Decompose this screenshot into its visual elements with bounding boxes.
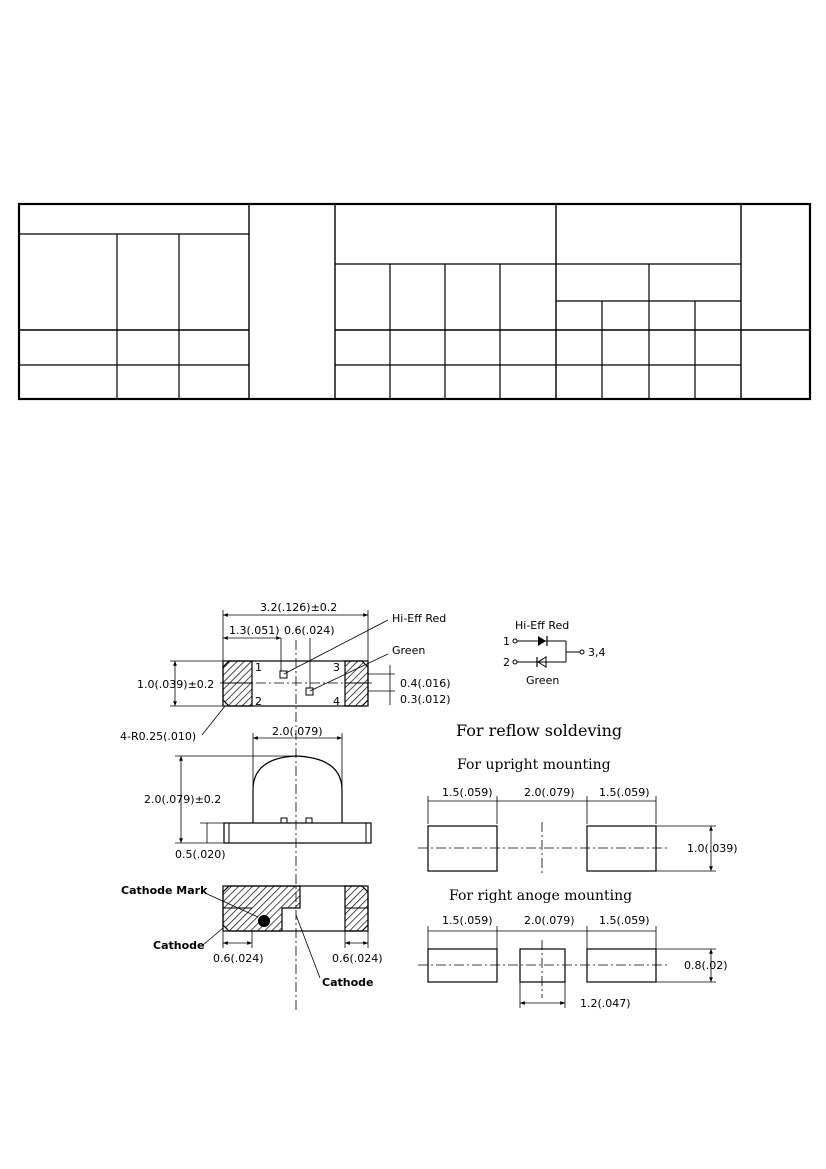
cathode-mark-label: Cathode Mark — [121, 884, 208, 897]
pad-left-dim: 0.6(.024) — [213, 952, 264, 965]
cathode-left-label: Cathode — [153, 939, 204, 952]
right-angle-dim-left: 1.5(.059) — [442, 914, 493, 927]
upright-pad-left — [427, 825, 498, 872]
schematic-red-label: Hi-Eff Red — [515, 619, 569, 632]
base-dim: 0.5(.020) — [175, 848, 226, 861]
right-angle-dim-right: 1.5(.059) — [599, 914, 650, 927]
pad-right-dim: 0.6(.024) — [332, 952, 383, 965]
package-side-view: 2.0(.079) 2.0(.079)±0.2 0.5(.020) — [144, 725, 372, 861]
schematic-pin-1: 1 — [503, 635, 510, 648]
upright-dim-right: 1.5(.059) — [599, 786, 650, 799]
side-height-dim: 2.0(.079)±0.2 — [144, 793, 221, 806]
cathode-right-label: Cathode — [322, 976, 373, 989]
package-top-view: 1 2 3 4 3.2(.126)±0.2 1.3(.051) 0.6(.024… — [120, 601, 451, 1010]
right-angle-title: For right anoge mounting — [449, 888, 632, 904]
pin-3-label: 3 — [333, 661, 340, 674]
specification-table — [17, 202, 812, 401]
soldering-title: For reflow soldeving — [456, 721, 622, 740]
upright-dim-left: 1.5(.059) — [442, 786, 493, 799]
red-diode-icon — [538, 636, 546, 646]
chip-green-label: Green — [392, 644, 425, 657]
right-angle-height-dim: 0.8(.02) — [684, 959, 728, 972]
right-angle-pad-left — [427, 948, 498, 983]
right-angle-dim-center: 2.0(.079) — [524, 914, 575, 927]
schematic-pin-2: 2 — [503, 656, 510, 669]
pin-4-label: 4 — [333, 695, 340, 708]
right-angle-center-width-dim: 1.2(.047) — [580, 997, 631, 1010]
radius-note: 4-R0.25(.010) — [120, 730, 196, 743]
upright-dim-center: 2.0(.079) — [524, 786, 575, 799]
upright-pad-right — [586, 825, 657, 872]
right-angle-pad-right — [586, 948, 657, 983]
right-angle-pad-center — [519, 948, 566, 983]
dome-width-dim: 2.0(.079) — [272, 725, 323, 738]
green-diode-icon — [537, 656, 547, 668]
pin-1-label: 1 — [255, 661, 262, 674]
led-schematic: Hi-Eff Red 1 2 3,4 Green — [503, 619, 606, 687]
upright-height-dim: 1.0(.039) — [687, 842, 738, 855]
gap-dim: 0.6(.024) — [284, 624, 335, 637]
offset-dim: 1.3(.051) — [229, 624, 280, 637]
top-height-dim: 1.0(.039)±0.2 — [137, 678, 214, 691]
package-bottom-view: Cathode Mark Cathode Cathode 0.6(.024) 0… — [121, 884, 383, 989]
schematic-green-label: Green — [526, 674, 559, 687]
offset-red-dim: 0.4(.016) — [400, 677, 451, 690]
offset-green-dim: 0.3(.012) — [400, 693, 451, 706]
upright-title: For upright mounting — [457, 757, 611, 773]
pin-2-label: 2 — [255, 695, 262, 708]
top-width-dim: 3.2(.126)±0.2 — [260, 601, 337, 614]
chip-red-label: Hi-Eff Red — [392, 612, 446, 625]
schematic-common-pin: 3,4 — [588, 646, 606, 659]
soldering-section: For reflow soldeving For upright mountin… — [418, 721, 738, 1010]
